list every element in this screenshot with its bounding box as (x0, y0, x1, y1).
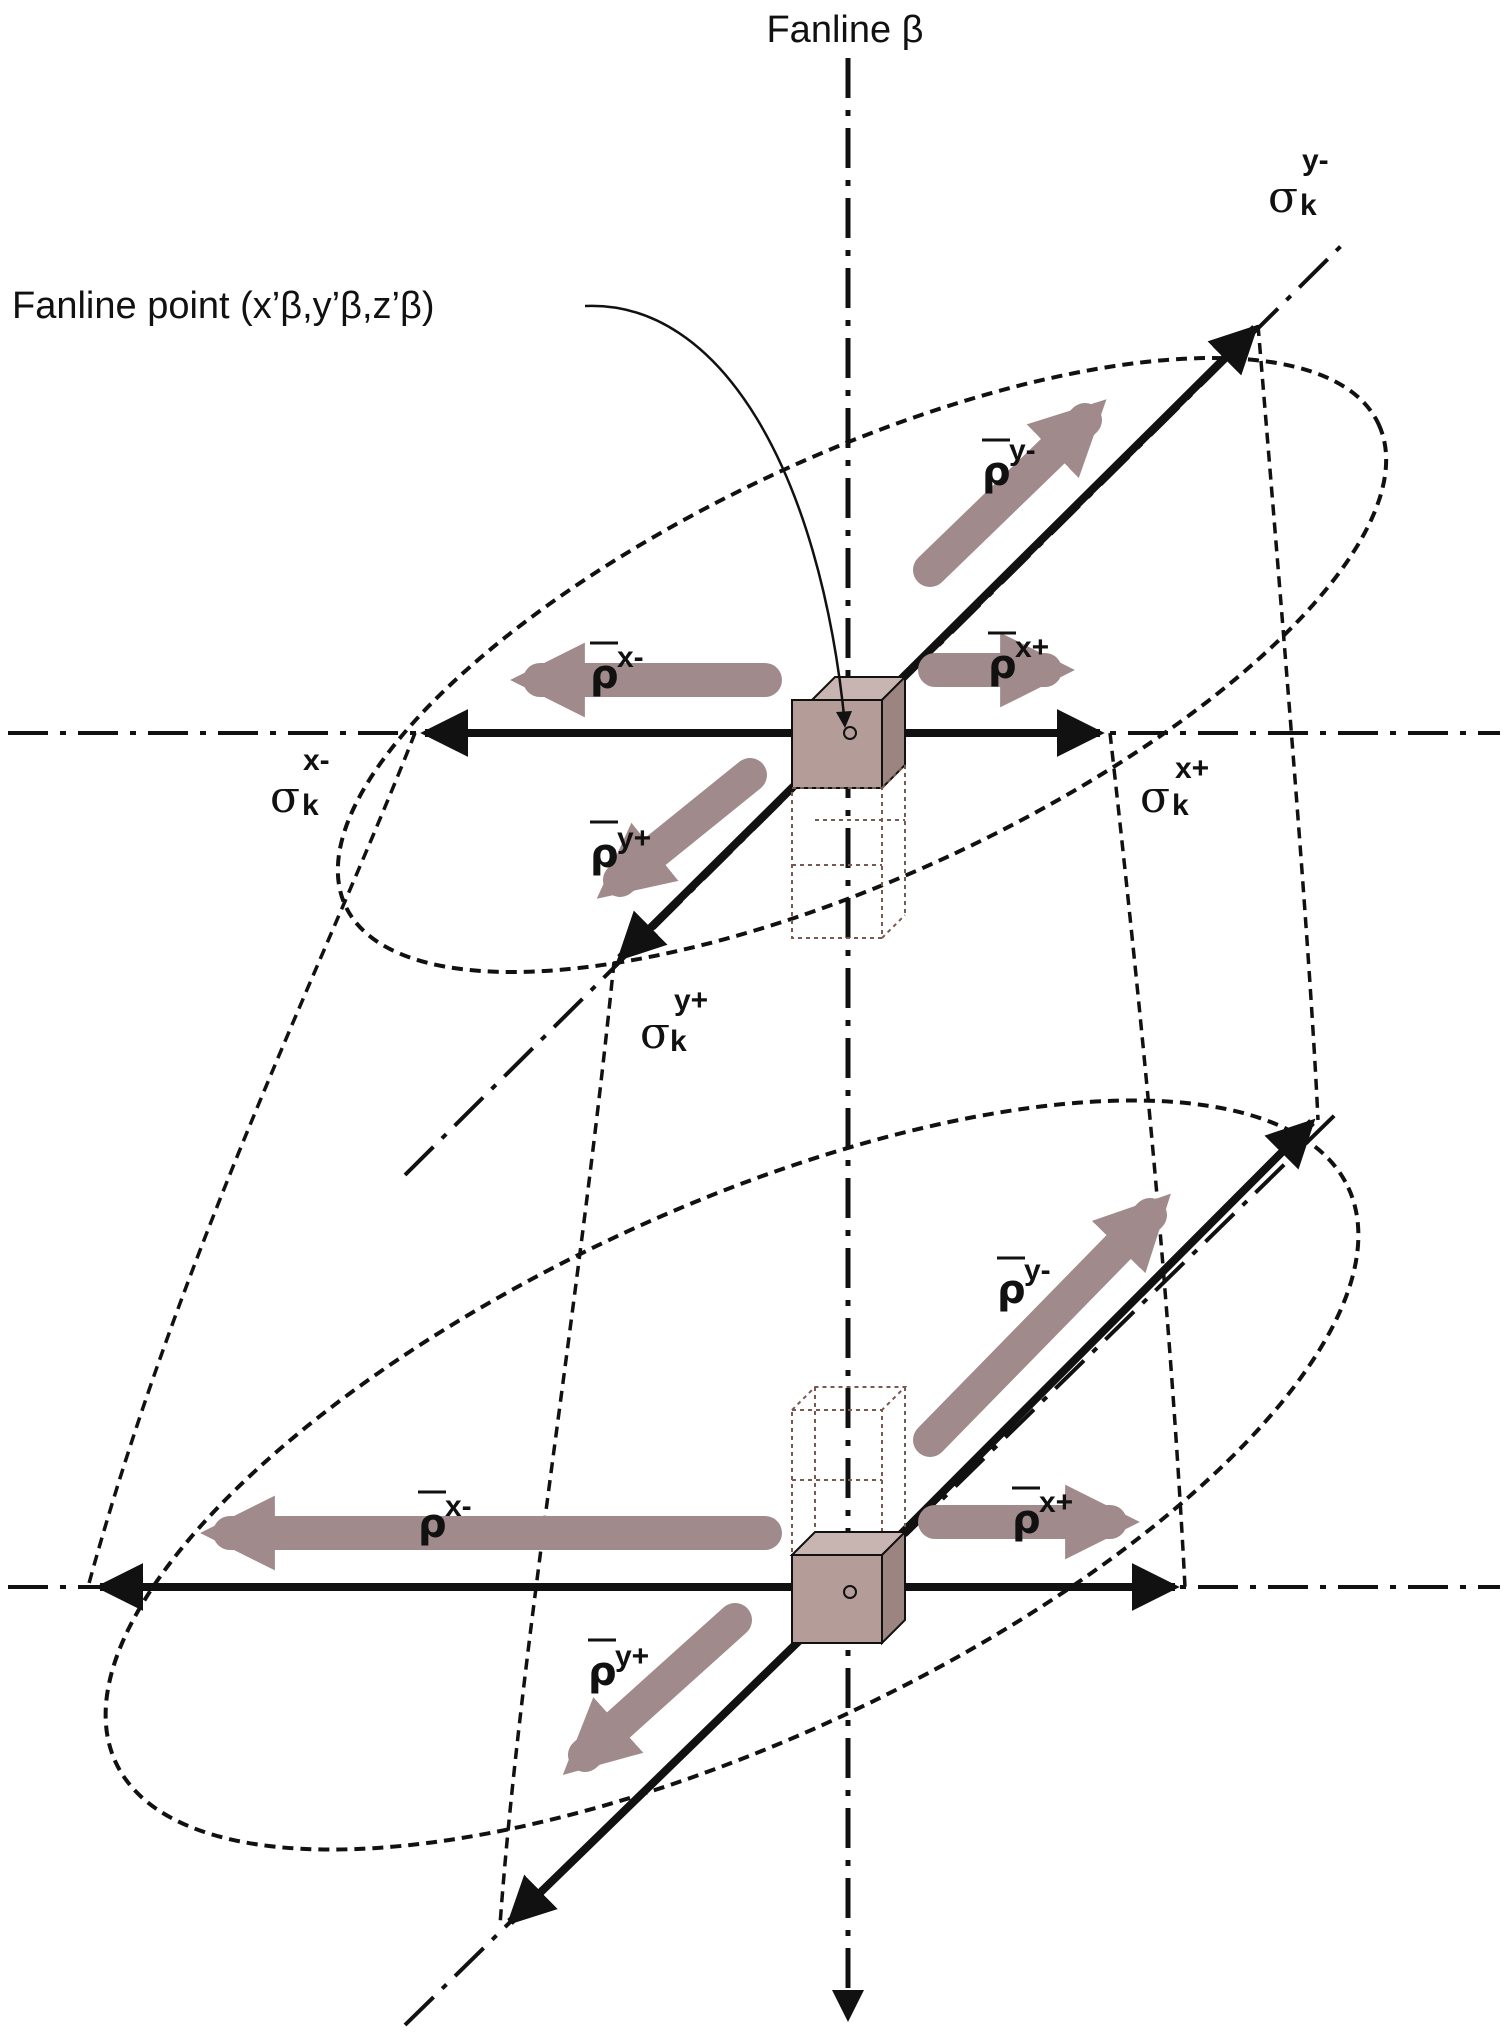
fanline-axis (832, 58, 864, 2022)
rho-arrows (200, 399, 1171, 1776)
svg-text:k: k (670, 1025, 687, 1058)
svg-text:y-: y- (1009, 434, 1036, 467)
sigma-arrows (95, 324, 1316, 1926)
svg-text:ρ: ρ (1012, 1497, 1041, 1543)
point-leader (584, 304, 852, 728)
svg-text:y-: y- (1024, 1254, 1051, 1287)
rho-x-minus-lower-label: ρ x- (418, 1490, 472, 1547)
svg-text:ρ: ρ (588, 1649, 617, 1695)
svg-text:k: k (302, 789, 319, 822)
svg-text:σ: σ (1268, 172, 1298, 223)
svg-text:ρ: ρ (590, 831, 619, 877)
upper-voxel-cube (791, 674, 908, 791)
svg-text:k: k (1300, 189, 1317, 222)
rho-y-minus-upper-label: ρ y- (982, 434, 1036, 495)
sigma-y-plus-label: σ y+ k (640, 984, 708, 1059)
rho-y-minus-lower-label: ρ y- (997, 1254, 1051, 1313)
sigma-x-plus-label: σ x+ k (1140, 752, 1209, 823)
svg-text:ρ: ρ (418, 1501, 447, 1547)
sigma-y-minus-label: σ y- k (1268, 144, 1329, 223)
svg-text:y-: y- (1302, 144, 1329, 177)
svg-text:x+: x+ (1015, 631, 1049, 664)
diagram-title: Fanline β (766, 9, 923, 51)
rho-x-plus-upper-label: ρ x+ (988, 631, 1049, 688)
upper-ghost-cube (791, 764, 906, 939)
rho-y-plus-lower-label: ρ y+ (588, 1638, 649, 1695)
svg-text:x-: x- (445, 1490, 472, 1523)
svg-text:y+: y+ (615, 1640, 649, 1673)
rho-x-minus-upper-label: ρ x- (590, 641, 644, 698)
svg-text:y+: y+ (617, 822, 651, 855)
lower-ellipse (103, 1098, 1361, 1852)
svg-text:ρ: ρ (982, 449, 1011, 495)
lower-voxel-cube (789, 1529, 908, 1646)
upper-ellipse (335, 355, 1389, 975)
svg-text:σ: σ (640, 1008, 670, 1059)
svg-text:y+: y+ (674, 984, 708, 1017)
sigma-x-minus-label: σ x- k (270, 744, 330, 823)
svg-text:ρ: ρ (997, 1267, 1026, 1313)
svg-text:ρ: ρ (988, 642, 1017, 688)
svg-text:x+: x+ (1039, 1486, 1073, 1519)
envelope-lines (86, 324, 1320, 1926)
rho-x-plus-lower-label: ρ x+ (1012, 1486, 1073, 1543)
svg-text:x-: x- (303, 744, 330, 777)
svg-text:x+: x+ (1175, 752, 1209, 785)
rho-y-plus-upper-label: ρ y+ (590, 820, 651, 877)
svg-text:x-: x- (617, 641, 644, 674)
svg-text:k: k (1172, 789, 1189, 822)
svg-text:ρ: ρ (590, 652, 619, 698)
svg-text:σ: σ (1140, 772, 1170, 823)
fanline-point-label: Fanline point (x’β,y’β,z’β) (12, 285, 434, 327)
svg-text:σ: σ (270, 772, 300, 823)
